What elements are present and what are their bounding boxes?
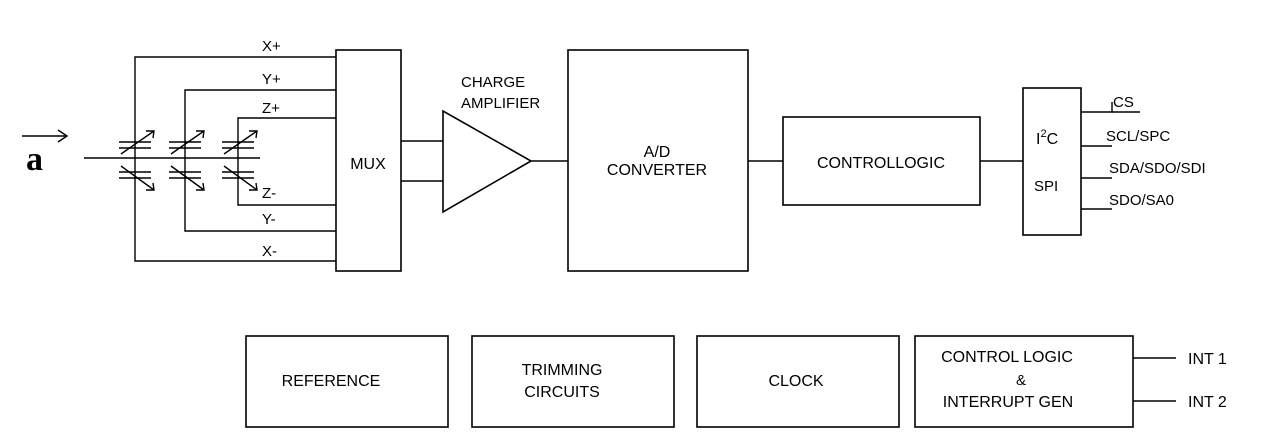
pin-sda: SDA/SDO/SDI [1109,160,1206,177]
z-capacitor-icon [222,130,258,191]
charge-amp-label-line2: AMPLIFIER [461,95,540,112]
pin-sdo: SDO/SA0 [1109,192,1174,209]
vector-arrow-icon [57,129,69,143]
pin-scl: SCL/SPC [1106,128,1170,145]
label-z-minus: Z- [262,185,276,202]
mux-block [335,49,402,272]
z-axis-wire [237,117,336,206]
spi-label: SPI [1034,178,1058,195]
ctrl-int-label-line3: INTERRUPT GEN [943,394,1073,411]
trimming-block [471,335,675,428]
ctrl-int-label-line2: & [1016,372,1026,389]
clock-block [696,335,900,428]
adc-label-line1: A/D [644,144,671,161]
int2-label: INT 2 [1188,394,1227,411]
trimming-label-line2: CIRCUITS [524,384,600,401]
x-axis-wire [134,56,336,262]
y-axis-wire [184,89,336,232]
mux-label: MUX [350,156,386,173]
sensor-wiring [134,56,336,262]
control-logic-label: CONTROLLOGIC [817,155,945,172]
variable-capacitors [119,130,258,191]
trimming-label-line1: TRIMMING [522,362,603,379]
adc-block [567,49,749,272]
y-capacitor-icon [169,130,205,191]
acceleration-symbol: a [26,141,43,178]
reference-block [245,335,449,428]
label-y-minus: Y- [262,211,276,228]
charge-amplifier-icon [442,109,533,214]
int1-label: INT 1 [1188,351,1227,368]
label-y-plus: Y+ [262,71,281,88]
interface-pins: CS SCL/SPC SDA/SDO/SDI SDO/SA0 [1081,94,1206,210]
acceleration-vector: a [22,129,260,178]
control-interrupt-block [914,335,1134,428]
x-capacitor-icon [119,130,155,191]
reference-label: REFERENCE [282,373,381,390]
ctrl-int-label-line1: CONTROL LOGIC [941,349,1073,366]
pin-cs: CS [1113,94,1134,111]
label-z-plus: Z+ [262,100,280,117]
label-x-plus: X+ [262,38,281,55]
charge-amp-label-line1: CHARGE [461,74,525,91]
label-x-minus: X- [262,243,277,260]
adc-label-line2: CONVERTER [607,162,707,179]
serial-interface-block [1022,87,1082,236]
cs-pin-line [1081,102,1113,113]
clock-label: CLOCK [768,373,823,390]
i2c-label: I2C [1036,128,1058,148]
